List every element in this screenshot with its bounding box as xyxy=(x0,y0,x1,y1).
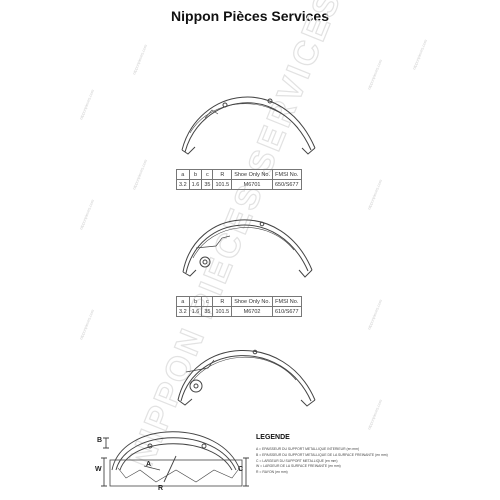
side-watermark: nipponpieces.com xyxy=(366,178,383,210)
table-cell: 35 xyxy=(201,179,214,190)
brake-shoe-3 xyxy=(177,349,316,407)
legend-diagram xyxy=(101,431,249,487)
table-header-cell: FMSI No. xyxy=(271,296,302,307)
table-row: 3.2 1.6 35 101.5 M6701 650/S677 xyxy=(176,179,302,190)
table-header-cell: b xyxy=(188,169,203,180)
table-header-cell: c xyxy=(201,296,214,307)
legend-item: R = RAYON (en mm) xyxy=(256,470,288,475)
page-title: Nippon Pièces Services xyxy=(171,8,329,24)
legend-item: W = LARGEUR DE LA SURFACE FREINANTE (en … xyxy=(256,464,341,469)
table-cell: 101.5 xyxy=(212,179,233,190)
side-watermark: nipponpieces.com xyxy=(78,198,95,230)
spec-table-1: a b c R Shoe Only No. FMSI No. 3.2 1.6 3… xyxy=(176,169,302,190)
dimension-label-a: A xyxy=(146,461,152,468)
side-watermark: nipponpieces.com xyxy=(366,398,383,430)
side-watermark: nipponpieces.com xyxy=(366,298,383,330)
table-cell: 3.2 xyxy=(176,179,190,190)
side-watermark: nipponpieces.com xyxy=(131,43,148,75)
side-watermark: nipponpieces.com xyxy=(411,38,428,70)
legend-item: B = EPAISSEUR DU SUPPORT METALLIQUE DE L… xyxy=(256,452,388,457)
table-header-cell: c xyxy=(201,169,214,180)
table-header-cell: FMSI No. xyxy=(271,169,302,180)
table-header-row: a b c R Shoe Only No. FMSI No. xyxy=(176,169,302,180)
table-header-cell: R xyxy=(212,296,233,307)
table-header-cell: b xyxy=(188,296,203,307)
dimension-label-b: B xyxy=(97,437,103,444)
table-cell: M6702 xyxy=(231,306,273,317)
table-cell: 1.6 xyxy=(188,179,203,190)
table-cell: 101.5 xyxy=(212,306,233,317)
legend-title: LEGENDE xyxy=(256,434,290,441)
table-header-row: a b c R Shoe Only No. FMSI No. xyxy=(176,296,302,307)
legend-item: A = EPAISSEUR DU SUPPORT METALLIQUE INTE… xyxy=(256,447,360,451)
legend-list: A = EPAISSEUR DU SUPPORT METALLIQUE INTE… xyxy=(256,447,388,476)
table-cell: 610/S677 xyxy=(271,306,302,317)
dimension-label-w: W xyxy=(95,466,102,473)
table-row: 3.2 1.6 35 101.5 M6702 610/S677 xyxy=(176,306,302,317)
side-watermark: nipponpieces.com xyxy=(131,158,148,190)
side-watermark: nipponpieces.com xyxy=(78,88,95,120)
watermark-text: NIPPON PIECES SERVICES xyxy=(122,0,349,473)
side-watermark: nipponpieces.com xyxy=(78,308,95,340)
table-header-cell: a xyxy=(176,296,190,307)
dimension-label-c: C xyxy=(238,466,244,473)
brake-shoe-2 xyxy=(182,219,313,278)
legend-item: C = LARGEUR DU SUPPORT METALLIQUE (en mm… xyxy=(256,458,338,463)
table-cell: 35 xyxy=(201,306,214,317)
side-watermark: nipponpieces.com xyxy=(366,58,383,90)
table-cell: 1.6 xyxy=(188,306,203,317)
dimension-label-r: R xyxy=(158,485,164,492)
table-cell: M6701 xyxy=(231,179,273,190)
spec-table-2: a b c R Shoe Only No. FMSI No. 3.2 1.6 3… xyxy=(176,296,302,317)
table-cell: 650/S677 xyxy=(271,179,302,190)
table-header-cell: Shoe Only No. xyxy=(231,296,273,307)
brake-shoe-1 xyxy=(181,96,316,155)
table-header-cell: Shoe Only No. xyxy=(231,169,273,180)
table-header-cell: a xyxy=(176,169,190,180)
table-cell: 3.2 xyxy=(176,306,190,317)
table-header-cell: R xyxy=(212,169,233,180)
